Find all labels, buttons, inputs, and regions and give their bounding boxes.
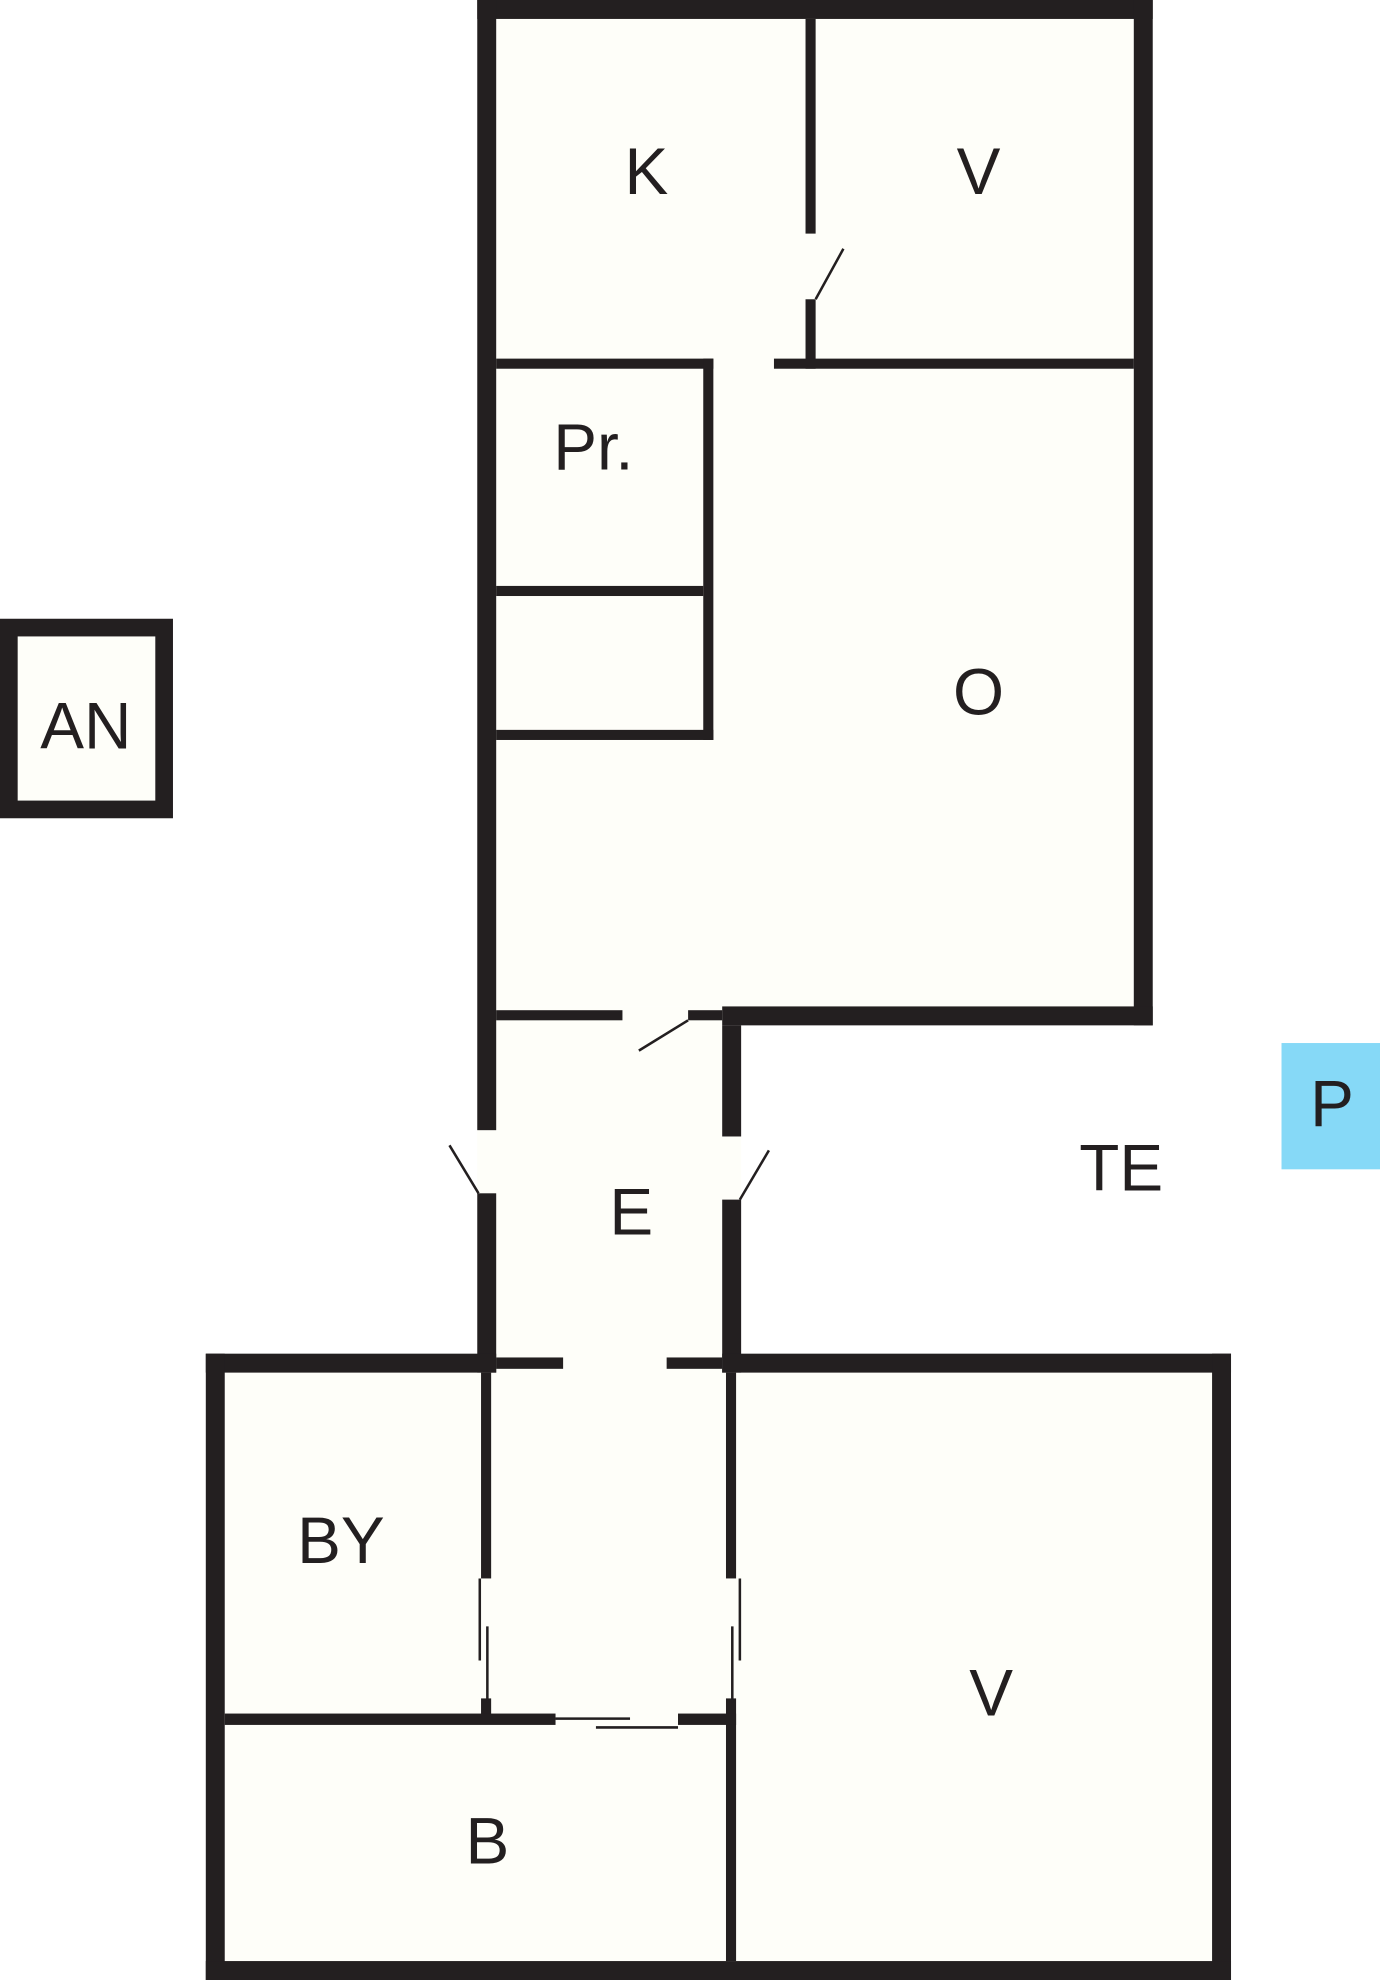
door-swing [638, 1019, 689, 1052]
parking-area [1281, 1043, 1380, 1170]
wall [205, 1961, 1232, 1980]
wall [477, 1193, 497, 1373]
wall [205, 1353, 497, 1373]
door-swing [448, 1144, 480, 1194]
wall [205, 1353, 225, 1980]
wall [725, 1372, 737, 1579]
wall [224, 1713, 556, 1725]
wall [722, 1006, 1153, 1026]
annex-wall [0, 618, 173, 819]
room-label-parking: P [1310, 1067, 1354, 1140]
entry-floor [477, 1006, 742, 1373]
wall [1133, 0, 1153, 1026]
wall [1212, 1353, 1232, 1980]
room-label-living: O [953, 655, 1004, 728]
wall [477, 0, 497, 1131]
door-swing [738, 1149, 770, 1201]
wall [722, 1353, 1232, 1373]
wall [805, 299, 816, 369]
annex-floor [17, 636, 156, 801]
room-label-laundry: BY [297, 1504, 385, 1577]
room-label-bathroom: B [465, 1804, 509, 1877]
wall [722, 1025, 742, 1137]
wall [496, 1010, 623, 1021]
wall [722, 1199, 742, 1373]
wall [496, 729, 714, 740]
wall [496, 585, 704, 597]
wall [496, 1357, 564, 1369]
wall [805, 18, 816, 234]
room-label-kitchen: K [625, 135, 669, 208]
wall [678, 1713, 737, 1725]
wall [481, 1372, 492, 1579]
room-label-entry: E [609, 1176, 653, 1249]
room-label-bedroom-top: V [957, 135, 1001, 208]
lower-floor [224, 1363, 1213, 1962]
wall [725, 1698, 737, 1962]
wall [481, 1698, 492, 1724]
door-swing [814, 248, 845, 300]
room-label-terrace: TE [1079, 1131, 1163, 1204]
wall [496, 358, 714, 369]
wall [773, 358, 1134, 369]
wall [703, 358, 714, 740]
wall [477, 0, 1153, 19]
room-label-bedroom-bottom: V [969, 1657, 1013, 1730]
room-label-annex: AN [40, 689, 131, 762]
wall [688, 1010, 723, 1021]
wall [666, 1357, 723, 1369]
room-label-pantry: Pr. [553, 410, 633, 483]
